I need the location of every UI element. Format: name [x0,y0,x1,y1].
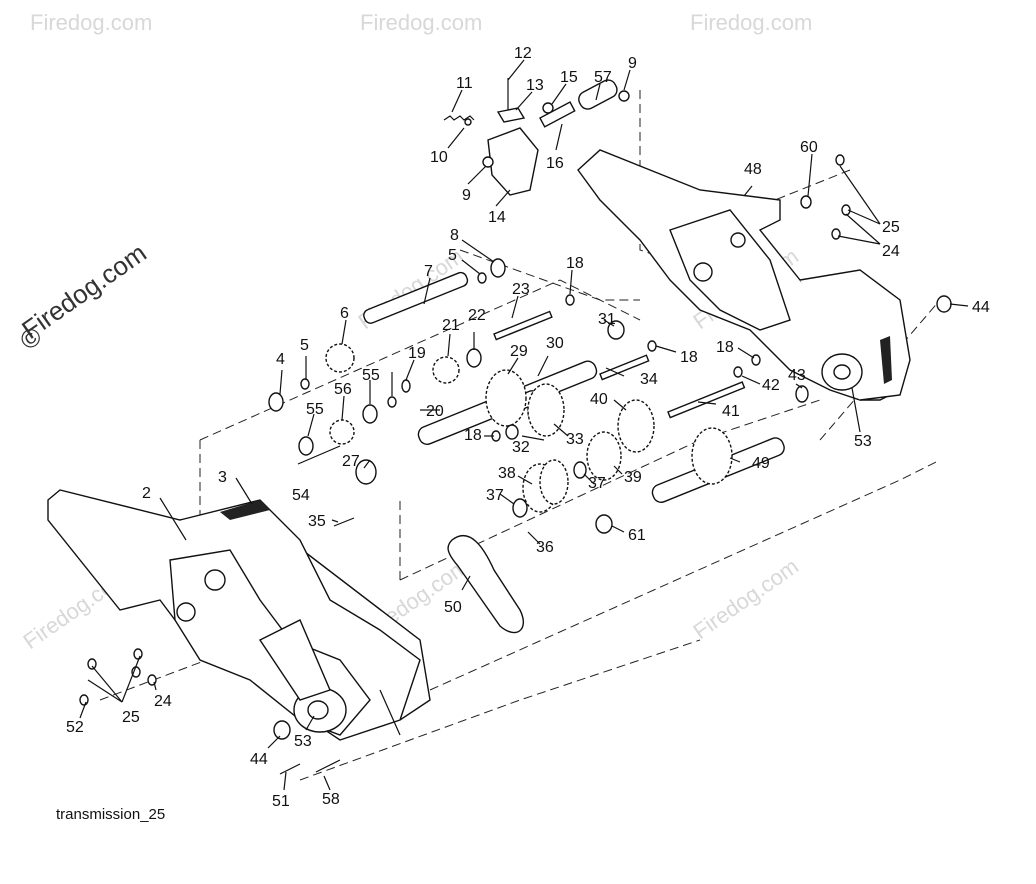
callout-labels: 2 3 4 5 5 6 7 8 9 9 10 11 12 13 14 15 16… [66,45,990,810]
callout-label: 9 [628,55,637,72]
drive-belt [447,534,525,634]
callout-label: 13 [526,77,544,94]
callout-label: 4 [276,351,285,368]
callout-label: 19 [408,345,426,362]
assembly-guide-lines [99,90,941,781]
callout-label: 43 [788,367,806,384]
callout-label: 34 [640,371,658,388]
callout-label: 55 [362,367,380,384]
callout-label: 18 [716,339,734,356]
callout-label: 6 [340,305,349,322]
watermark-text: Firedog.com [360,10,482,35]
callout-label: 7 [424,263,433,280]
callout-label: 25 [882,219,900,236]
callout-label: 27 [342,453,360,470]
callout-label: 54 [292,487,310,504]
callout-label: 49 [752,455,770,472]
callout-label: 58 [322,791,340,808]
callout-label: 61 [628,527,646,544]
callout-label: 18 [566,255,584,272]
callout-label: 22 [468,307,486,324]
gears [325,343,733,513]
callout-label: 31 [598,311,616,328]
callout-label: 39 [624,469,642,486]
callout-label: 16 [546,155,564,172]
callout-label: 35 [308,513,326,530]
callout-label: 8 [450,227,459,244]
callout-label: 50 [444,599,462,616]
watermark-main-text: Firedog.com [16,237,152,344]
callout-label: 21 [442,317,460,334]
callout-label: 51 [272,793,290,810]
callout-label: 11 [456,75,473,92]
callout-label: 3 [218,469,227,486]
callout-label: 44 [250,751,268,768]
washers-and-bearings [79,154,952,740]
callout-label: 37 [486,487,504,504]
callout-label: 15 [560,69,578,86]
watermark-text: Firedog.com [690,10,812,35]
callout-label: 20 [426,403,444,420]
diagram-caption: transmission_25 [56,806,166,823]
callout-label: 41 [722,403,740,420]
callout-label: 2 [142,485,151,502]
callout-label: 36 [536,539,554,556]
callout-label: 57 [594,69,612,86]
callout-label: 24 [882,243,900,260]
callout-label: 55 [306,401,324,418]
callout-label: 18 [680,349,698,366]
callout-label: 24 [154,693,172,710]
left-housing [47,489,431,741]
callout-label: 33 [566,431,584,448]
callout-label: 40 [590,391,608,408]
callout-label: 42 [762,377,780,394]
callout-label: 48 [744,161,762,178]
right-housing [577,149,911,401]
callout-label: 32 [512,439,530,456]
watermark-text: Firedog.com [30,10,152,35]
callout-label: 37 [588,475,606,492]
callout-label: 52 [66,719,84,736]
callout-label: 12 [514,45,532,62]
callout-label: 29 [510,343,528,360]
callout-label: 30 [546,335,564,352]
callout-label: 23 [512,281,530,298]
callout-label: 44 [972,299,990,316]
callout-label: 38 [498,465,516,482]
callout-label: 9 [462,187,471,204]
callout-label: 53 [854,433,872,450]
leader-lines [79,59,969,791]
bolts [279,517,355,775]
callout-label: 60 [800,139,818,156]
callout-label: 56 [334,381,352,398]
callout-label: 5 [300,337,309,354]
callout-label: 18 [464,427,482,444]
callout-label: 53 [294,733,312,750]
callout-label: 5 [448,247,457,264]
callout-label: 14 [488,209,506,226]
callout-label: 25 [122,709,140,726]
callout-label: 10 [430,149,448,166]
